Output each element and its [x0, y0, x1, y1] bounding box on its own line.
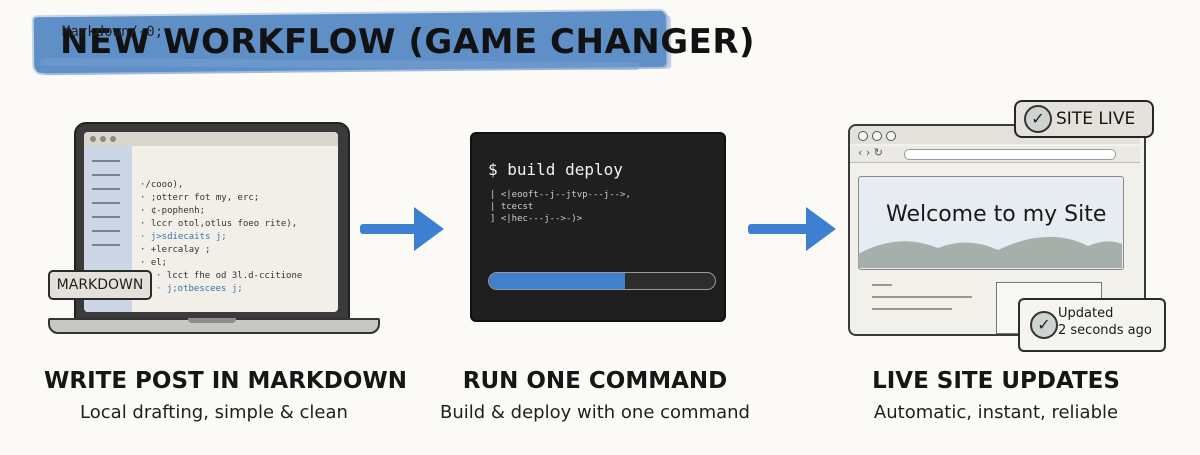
- window-dot-icon: [886, 131, 896, 141]
- text-line: [872, 308, 952, 310]
- terminal-output-line: | <|eooft--j--jtvp---j-->,: [490, 190, 631, 200]
- updated-time: 2 seconds ago: [1058, 323, 1152, 338]
- check-icon: ✓: [1030, 311, 1058, 339]
- page-title: NEW WORKFLOW (GAME CHANGER): [60, 22, 756, 62]
- arrow-head-icon: [414, 207, 444, 251]
- window-dot-icon: [872, 131, 882, 141]
- nav-arrows-icon: ‹ › ↻: [858, 146, 884, 159]
- hills-illustration-icon: [858, 236, 1122, 268]
- editor-line: · j;otbescees j;: [156, 284, 243, 294]
- arrow-right-icon: [360, 224, 416, 234]
- editor-heading: Markdown/-0;: [62, 24, 164, 40]
- text-line: [872, 284, 892, 286]
- terminal-command: $ build deploy: [488, 160, 623, 179]
- updated-label: Updated: [1058, 306, 1114, 321]
- window-dot-icon: [858, 131, 868, 141]
- arrow-right-icon: [748, 224, 808, 234]
- editor-line: · lcct fhe od 3l.d-ccitione: [156, 271, 303, 281]
- check-icon: ✓: [1024, 105, 1052, 133]
- step1-subheading: Local drafting, simple & clean: [80, 402, 348, 423]
- site-live-badge: ✓ SITE LIVE: [1014, 100, 1154, 138]
- window-dot-icon: [90, 136, 96, 142]
- step3-heading: LIVE SITE UPDATES: [872, 368, 1120, 394]
- editor-line: · ;otterr fot my, erc;: [140, 193, 260, 203]
- deploy-progress-fill: [489, 273, 625, 289]
- deploy-progress-bar: [488, 272, 716, 290]
- editor-line: ·/cooo),: [140, 180, 184, 190]
- laptop-notch: [188, 318, 236, 323]
- terminal-window: [470, 132, 726, 322]
- terminal-output-line: | tcecst: [490, 202, 534, 212]
- text-line: [872, 296, 972, 298]
- arrow-head-icon: [806, 207, 836, 251]
- step3-subheading: Automatic, instant, reliable: [873, 402, 1119, 423]
- browser-address-bar: [904, 149, 1116, 160]
- editor-line: · +lercalay ;: [140, 245, 211, 255]
- site-live-label: SITE LIVE: [1056, 109, 1136, 129]
- site-hero-title: Welcome to my Site: [886, 202, 1107, 227]
- editor-line: · ¢-pophenh;: [140, 206, 206, 216]
- step1-heading: WRITE POST IN MARKDOWN: [44, 368, 408, 394]
- updated-notification: ✓: [1018, 298, 1166, 352]
- window-dot-icon: [100, 136, 106, 142]
- editor-line: · j>sdiecaits j;: [140, 232, 227, 242]
- editor-line: · lccr otol,otlus foeo rite),: [140, 219, 298, 229]
- editor-titlebar: [84, 132, 338, 146]
- markdown-label: MARKDOWN: [48, 270, 152, 300]
- terminal-output-line: ] <|hec---j-->-)>: [490, 214, 583, 224]
- step2-heading: RUN ONE COMMAND: [462, 368, 728, 394]
- window-dot-icon: [110, 136, 116, 142]
- step2-subheading: Build & deploy with one command: [440, 402, 750, 423]
- editor-line: · el;: [140, 258, 168, 268]
